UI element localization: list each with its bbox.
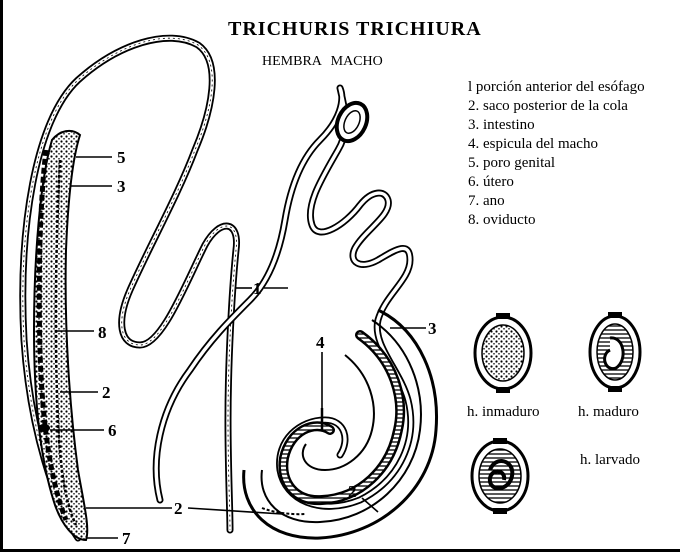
callout-male-3: 3: [428, 319, 437, 338]
egg-immature: [475, 313, 531, 393]
callout-female-2: 2: [102, 383, 111, 402]
egg-mature: [590, 312, 640, 392]
callout-female-8: 8: [98, 323, 107, 342]
callout-female-5: 5: [117, 148, 126, 167]
callout-female-7: 7: [122, 529, 131, 548]
male-worm: [156, 88, 436, 538]
callout-female-6: 6: [108, 421, 117, 440]
label-egg-larvated: h. larvado: [580, 452, 640, 469]
callout-female-3: 3: [117, 177, 126, 196]
callout-male-1: 1: [253, 279, 262, 298]
callout-bottom-2: 2: [174, 499, 183, 518]
label-egg-immature: h. inmaduro: [467, 404, 540, 421]
callout-male-4: 4: [316, 333, 325, 352]
egg-larvated: [472, 438, 528, 514]
callout-male-2: 2: [348, 482, 357, 501]
label-egg-mature: h. maduro: [578, 404, 639, 421]
female-worm: [23, 38, 237, 540]
